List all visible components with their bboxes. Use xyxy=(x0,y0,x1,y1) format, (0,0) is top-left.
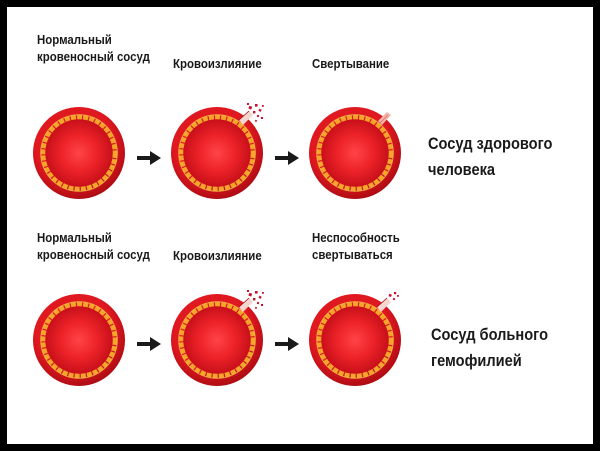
row1-stage1-caption: Нормальный кровеносный сосуд xyxy=(37,32,150,64)
row2-vessel-no-clotting xyxy=(307,290,403,386)
row2-arrow-2 xyxy=(275,337,299,351)
row1-vessel-normal xyxy=(31,103,127,199)
row1-vessel-bleeding xyxy=(169,103,265,199)
row2-arrow-1 xyxy=(137,337,161,351)
row2-stage1-caption: Нормальный кровеносный сосуд xyxy=(37,230,150,262)
row1-arrow-2 xyxy=(275,151,299,165)
diagram-panel: Нормальный кровеносный сосуд Кровоизлиян… xyxy=(9,9,591,442)
row1-vessel-clotting xyxy=(307,103,403,199)
row2-vessel-normal xyxy=(31,290,127,386)
row2-stage3-caption: Неспособность свертываться xyxy=(312,230,400,262)
row2-stage2-caption: Кровоизлияние xyxy=(173,248,262,263)
row1-stage2-caption: Кровоизлияние xyxy=(173,56,262,71)
row2-vessel-bleeding xyxy=(169,290,265,386)
row2-label: Сосуд больного гемофилией xyxy=(431,325,549,370)
row1-stage3-caption: Свертывание xyxy=(312,56,390,71)
row1-label: Сосуд здорового человека xyxy=(428,134,553,179)
row1-arrow-1 xyxy=(137,151,161,165)
